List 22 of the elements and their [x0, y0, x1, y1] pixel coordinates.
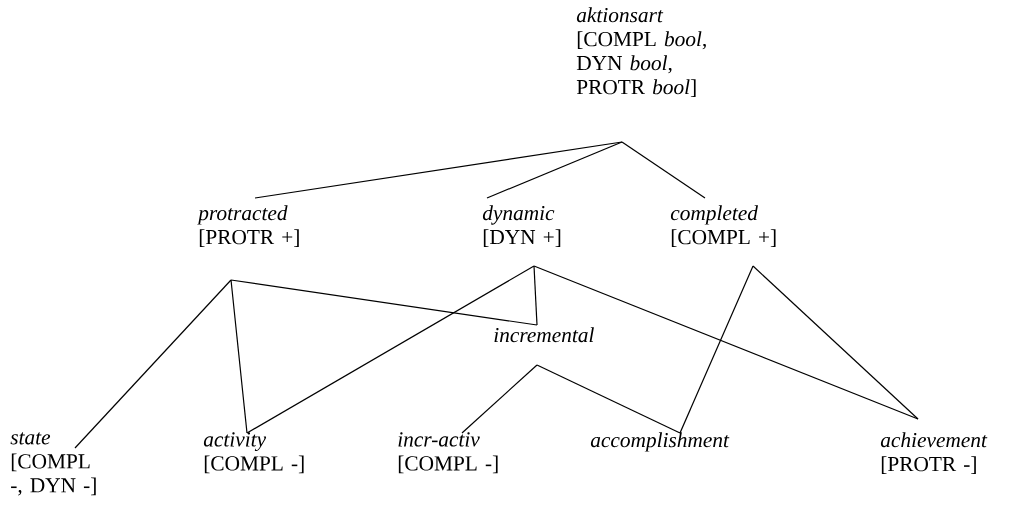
- category-label: activity [COMPL -]: [203, 432, 304, 474]
- tree-line: [679, 265, 754, 434]
- tree-line: [536, 364, 681, 434]
- category-label: incremental: [494, 327, 594, 343]
- category-label: aktionsart [COMPL bool, DYN bool, PROTR bool]: [576, 7, 706, 97]
- category-label: completed [COMPL +]: [670, 205, 776, 247]
- tree-line: [230, 279, 248, 434]
- tree-line: [461, 364, 538, 434]
- category-label: achievement [PROTR -]: [880, 432, 988, 474]
- tree-line: [230, 279, 538, 326]
- category-label: dynamic [DYN +]: [482, 205, 561, 247]
- category-label: accomplishment: [590, 432, 730, 452]
- category-label: state [COMPL -, DYN -]: [10, 432, 96, 496]
- tree-line: [486, 141, 623, 199]
- tree-line: [74, 279, 232, 449]
- category-label: protracted [PROTR +]: [197, 205, 299, 247]
- tree-line: [752, 265, 919, 420]
- tree-line: [621, 141, 706, 199]
- tree-line: [533, 265, 919, 420]
- category-label: incr-activ [COMPL -]: [398, 432, 498, 474]
- tree-line: [533, 265, 538, 326]
- tree-line: [246, 265, 535, 434]
